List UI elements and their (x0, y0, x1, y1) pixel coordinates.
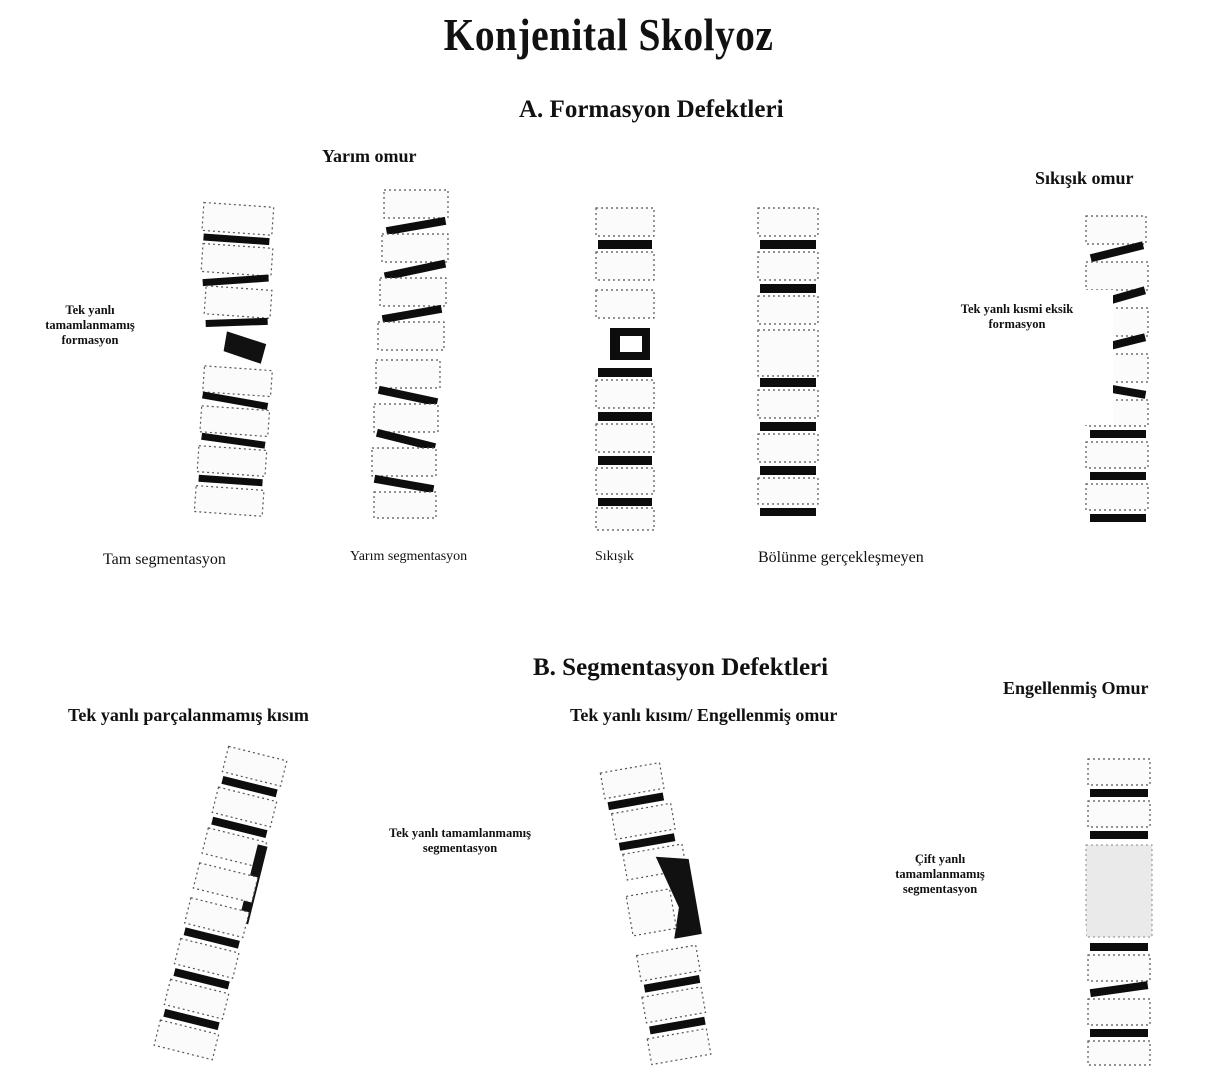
label-backdrop (1085, 290, 1113, 425)
page-title: Konjenital Skolyoz (85, 8, 1132, 61)
unilateral-incomplete-segmentation-label: Tek yanlı tamamlanmamış segmentasyon (365, 826, 555, 856)
bar-block-label: Tek yanlı kısım/ Engellenmiş omur (570, 705, 837, 726)
spine-illustration-unsegmented-bar (150, 745, 290, 1070)
spine-illustration-block-vertebra (1060, 755, 1180, 1070)
wedge-vertebra-label: Sıkışık omur (1035, 168, 1134, 189)
caption-wedged: Sıkışık (595, 549, 634, 565)
hemivertebra-label: Yarım omur (322, 146, 416, 167)
spine-illustration-wedged (580, 200, 670, 535)
spine-illustration-hemivertebra (352, 180, 472, 535)
caption-full-segmentation: Tam segmentasyon (103, 551, 226, 569)
unilateral-incomplete-formation-label: Tek yanlı tamamlanmamış formasyon (20, 303, 160, 348)
section-b-heading: B. Segmentasyon Defektleri (533, 654, 828, 682)
caption-non-segmented: Bölünme gerçekleşmeyen (758, 549, 924, 567)
spine-illustration-bar-block (590, 760, 740, 1070)
caption-half-segmentation: Yarım segmentasyon (350, 549, 467, 565)
block-vertebra-label: Engellenmiş Omur (1003, 678, 1149, 699)
bilateral-incomplete-segmentation-label: Çift yanlı tamamlanmamış segmentasyon (880, 852, 1000, 897)
spine-illustration-non-segmented (740, 200, 835, 535)
spine-illustration-wedge-vertebra (1060, 208, 1170, 543)
spine-illustration-unilateral-formation (175, 190, 295, 535)
unsegmented-bar-label: Tek yanlı parçalanmamış kısım (68, 705, 309, 726)
section-a-heading: A. Formasyon Defektleri (519, 96, 784, 124)
